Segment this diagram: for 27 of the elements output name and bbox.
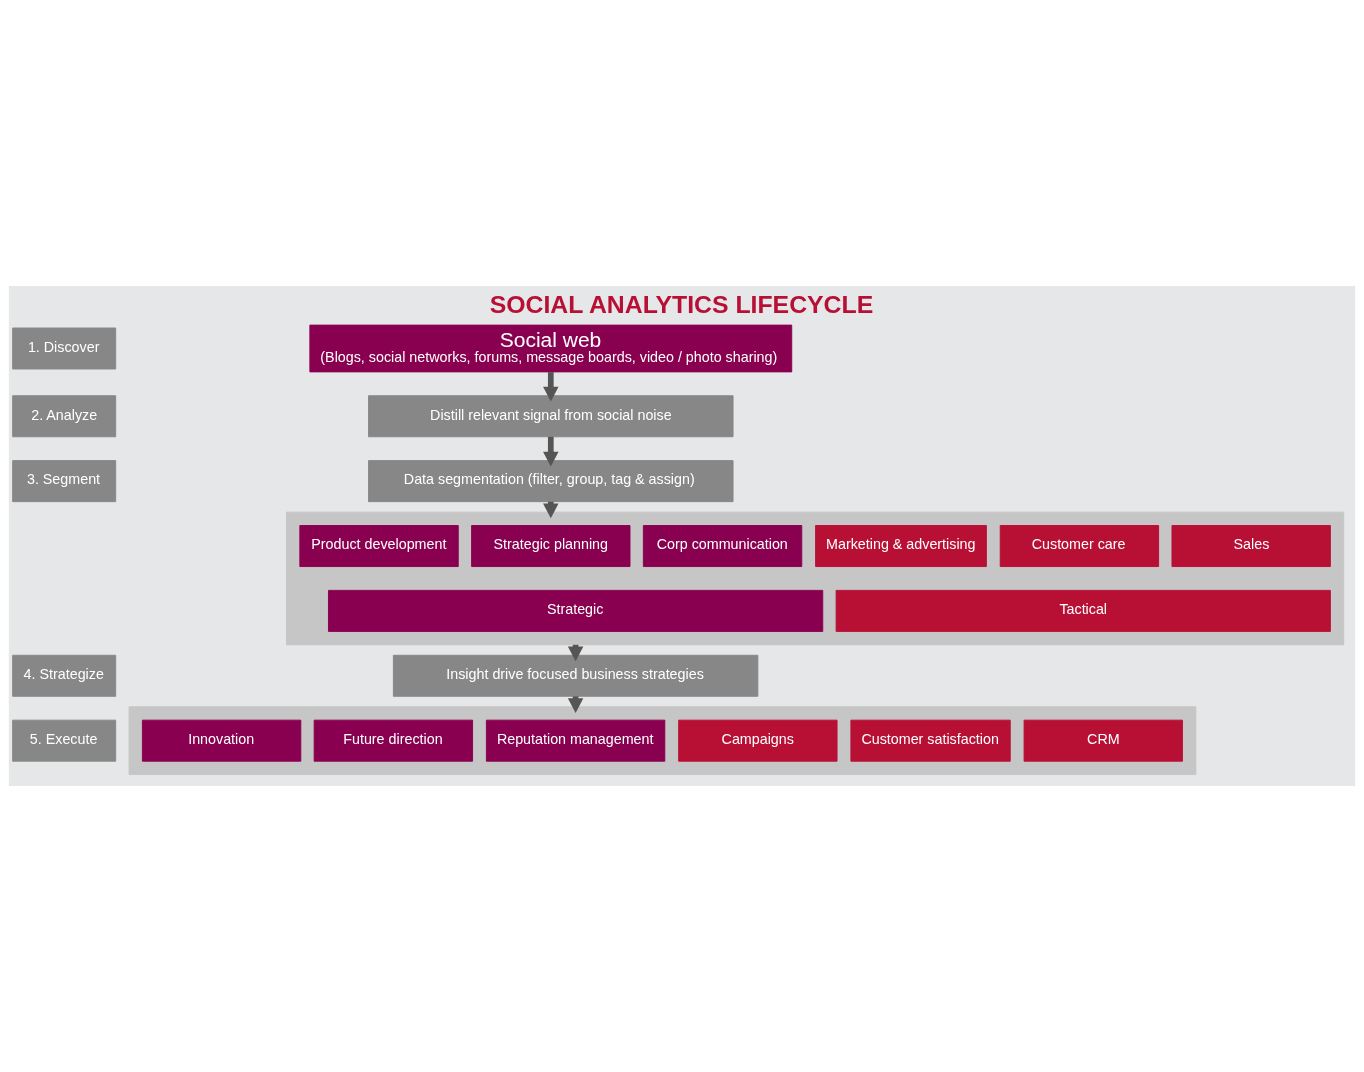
- node-box: 2. Analyze: [12, 395, 117, 438]
- node-box: Campaigns: [678, 719, 838, 762]
- node-box: Customer care: [999, 525, 1160, 567]
- node-box: Tactical: [835, 589, 1331, 632]
- node-box: Corp communication: [642, 525, 803, 567]
- node-box: Marketing & advertising: [815, 525, 987, 567]
- node-box: CRM: [1023, 719, 1183, 762]
- node-box: Strategic planning: [471, 525, 631, 567]
- node-box: Strategic: [328, 589, 824, 632]
- cluster: [286, 511, 1345, 646]
- node-box: Reputation management: [485, 719, 666, 762]
- node-box: Social web (Blogs, social networks, forums, message boards, video / photo sharing): [309, 324, 793, 373]
- node-box: Future direction: [313, 719, 474, 762]
- node-box: Insight drive focused business strategies: [392, 654, 759, 697]
- node-box: Sales: [1171, 525, 1331, 567]
- node-box: Data segmentation (filter, group, tag & assign): [368, 460, 734, 503]
- arrow: [543, 372, 559, 402]
- node-box: Product development: [299, 525, 459, 567]
- node-box: 4. Strategize: [12, 654, 117, 697]
- node-box: Innovation: [141, 719, 302, 762]
- node-box: 1. Discover: [12, 327, 117, 370]
- node-box: 3. Segment: [12, 460, 117, 503]
- node-box: 5. Execute: [12, 719, 117, 762]
- node-box: Distill relevant signal from social noise: [368, 395, 734, 438]
- diagram-title: SOCIAL ANALYTICS LIFECYCLE: [489, 290, 874, 318]
- node-box: Customer satisfaction: [850, 719, 1011, 762]
- cluster: [128, 706, 1197, 776]
